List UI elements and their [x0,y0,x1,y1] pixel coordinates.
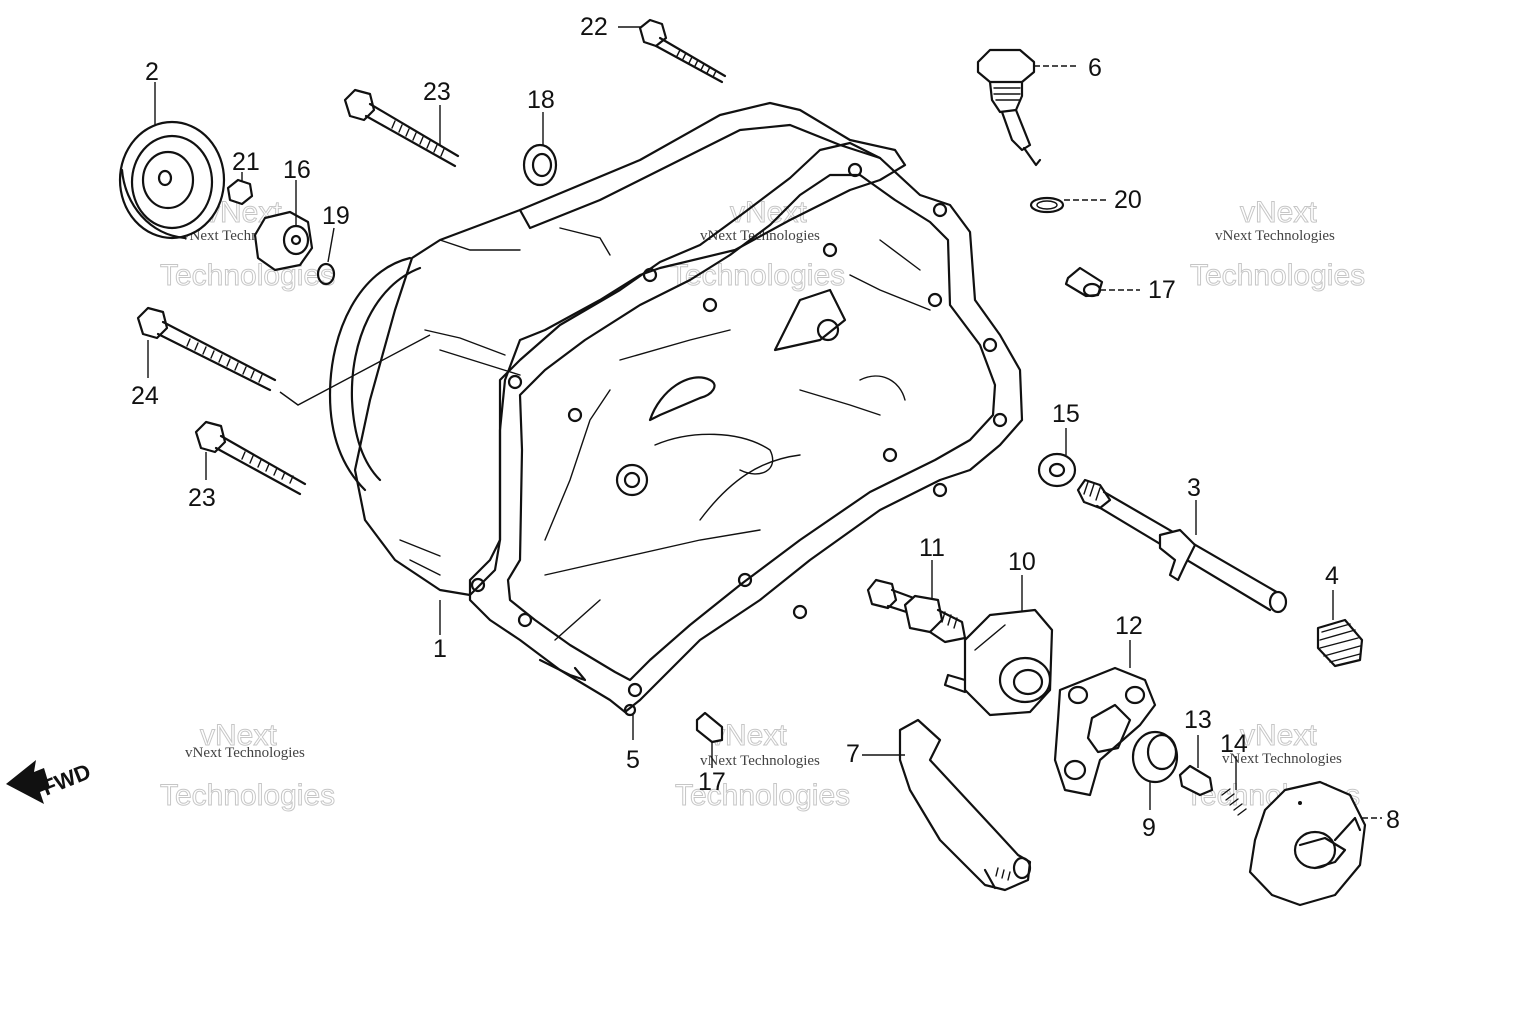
callout-23-bottom: 23 [188,484,216,512]
callout-19: 19 [322,202,350,230]
callout-17-upper: 17 [1148,276,1176,304]
callout-16: 16 [283,156,311,184]
callout-7: 7 [846,740,860,768]
part-4-spring [1316,590,1364,668]
watermark-top-center: vNext vNext Technologies Technologies [670,196,846,293]
svg-text:vNext: vNext [730,196,807,229]
callout-9: 9 [1142,814,1156,842]
callout-10: 10 [1008,548,1036,576]
callout-6: 6 [1088,54,1102,82]
callout-11: 11 [919,534,945,562]
part-1-crankcase-cover [279,101,1024,740]
svg-text:vNext Technologies: vNext Technologies [1222,751,1342,767]
callout-24: 24 [131,382,159,410]
part-16-cap [253,180,314,272]
svg-text:vNext Technologies: vNext Technologies [185,745,305,761]
svg-text:vNext: vNext [1240,719,1317,752]
callout-14: 14 [1220,730,1248,758]
fwd-arrow: FWD [6,759,94,804]
fwd-label: FWD [38,759,94,801]
watermark-bottom-center: vNext vNext Technologies Technologies [675,719,851,813]
watermark-bottom-left: vNext vNext Technologies Technologies [160,719,336,813]
svg-text:Technologies: Technologies [1190,259,1365,292]
callout-22: 22 [580,13,608,41]
watermark-top-right: vNext vNext Technologies Technologies [1190,196,1366,293]
part-6-dipstick [976,48,1078,167]
part-20-o-ring [1029,196,1108,214]
callout-2: 2 [145,58,159,86]
callout-8: 8 [1386,806,1400,834]
part-19-o-ring [316,227,336,286]
part-2-filter-cover [118,82,226,240]
part-3-shift-shaft [1076,478,1288,614]
callout-1: 1 [433,635,447,663]
callout-20: 20 [1114,186,1142,214]
leader-24 [279,334,431,406]
callout-labels: 2 21 16 19 23 18 22 6 20 17 24 23 15 3 4… [131,13,1400,842]
part-10-stopper-plate [943,575,1054,717]
callout-21: 21 [232,148,260,176]
part-7-shift-arm [862,718,1032,892]
callout-23-top: 23 [423,78,451,106]
part-24-bolt [136,306,277,392]
callout-12: 12 [1115,612,1143,640]
callout-15: 15 [1052,400,1080,428]
part-12-gasket-plate [1053,640,1157,797]
part-17-dowel-lower [695,711,724,768]
callout-5: 5 [626,746,640,774]
part-18-oil-seal [522,112,558,187]
callout-3: 3 [1187,474,1201,502]
part-23-bolt-top [343,88,460,168]
svg-text:Technologies: Technologies [675,779,850,812]
callout-17-lower: 17 [698,768,726,796]
part-14-spring [1221,756,1247,816]
part-9-collar [1131,730,1179,810]
svg-text:Technologies: Technologies [160,779,335,812]
svg-text:vNext: vNext [200,719,277,752]
callout-4: 4 [1325,562,1339,590]
part-23-bolt-bottom [194,420,307,496]
part-22-bolt [618,18,727,84]
part-13-pin [1178,735,1214,797]
part-15-washer [1037,428,1077,488]
part-11-stopper-pin [866,560,967,644]
part-17-dowel-upper [1064,266,1140,298]
callout-13: 13 [1184,706,1212,734]
part-21-nut [226,172,254,206]
part-8-pedal-spindle [1248,780,1382,907]
svg-text:vNext Technologies: vNext Technologies [1215,228,1335,244]
svg-text:vNext: vNext [1240,196,1317,229]
svg-text:Technologies: Technologies [160,259,335,292]
svg-text:vNext Technologies: vNext Technologies [700,753,820,769]
leader-19 [327,227,335,263]
callout-18: 18 [527,86,555,114]
